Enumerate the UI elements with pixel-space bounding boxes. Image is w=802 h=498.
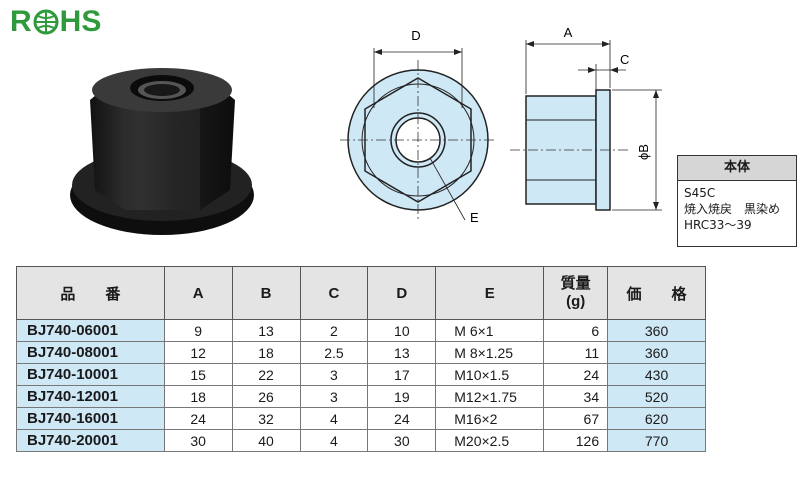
material-box: 本体 S45C 焼入焼戻 黒染め HRC33〜39: [677, 155, 797, 247]
cell-d: 24: [367, 407, 437, 430]
dim-label-c: C: [620, 52, 629, 67]
cell-b: 32: [231, 407, 301, 430]
dim-label-a: A: [564, 25, 573, 40]
globe-icon: [33, 9, 59, 35]
cell-price: 360: [607, 319, 706, 342]
cell-mass: 34: [543, 385, 609, 408]
header-e: E: [435, 266, 545, 320]
material-line: S45C: [684, 186, 716, 200]
cell-part-number: BJ740-16001: [16, 407, 165, 430]
cell-a: 12: [163, 341, 233, 364]
cell-d: 30: [367, 429, 437, 452]
technical-drawing: D E A C ϕB: [340, 25, 662, 225]
rohs-hs: HS: [59, 5, 102, 38]
cell-e: M20×2.5: [435, 429, 545, 452]
cell-mass: 126: [543, 429, 609, 452]
rohs-logo: R HS: [10, 4, 101, 40]
material-title: 本体: [678, 156, 796, 181]
rohs-r: R: [10, 5, 32, 38]
header-d: D: [367, 266, 437, 320]
header-b: B: [231, 266, 301, 320]
cell-part-number: BJ740-06001: [16, 319, 165, 342]
product-photo: [70, 68, 254, 235]
dim-label-b: ϕB: [636, 144, 651, 160]
cell-b: 13: [231, 319, 301, 342]
cell-a: 24: [163, 407, 233, 430]
cell-a: 15: [163, 363, 233, 386]
cell-mass: 67: [543, 407, 609, 430]
header-c: C: [299, 266, 369, 320]
cell-c: 3: [299, 363, 369, 386]
cell-a: 18: [163, 385, 233, 408]
material-line: 焼入焼戻 黒染め: [684, 202, 781, 216]
cell-b: 26: [231, 385, 301, 408]
cell-price: 520: [607, 385, 706, 408]
cell-part-number: BJ740-20001: [16, 429, 165, 452]
cell-c: 4: [299, 407, 369, 430]
cell-mass: 11: [543, 341, 609, 364]
front-view: [340, 48, 496, 221]
cell-d: 10: [367, 319, 437, 342]
cell-mass: 24: [543, 363, 609, 386]
cell-mass: 6: [543, 319, 609, 342]
cell-part-number: BJ740-10001: [16, 363, 165, 386]
cell-b: 22: [231, 363, 301, 386]
cell-d: 17: [367, 363, 437, 386]
cell-d: 13: [367, 341, 437, 364]
cell-c: 3: [299, 385, 369, 408]
cell-c: 2.5: [299, 341, 369, 364]
cell-e: M 8×1.25: [435, 341, 545, 364]
cell-b: 18: [231, 341, 301, 364]
cell-e: M 6×1: [435, 319, 545, 342]
cell-c: 4: [299, 429, 369, 452]
header-a: A: [163, 266, 233, 320]
material-body: S45C 焼入焼戻 黒染め HRC33〜39: [678, 181, 796, 237]
cell-d: 19: [367, 385, 437, 408]
cell-price: 770: [607, 429, 706, 452]
table-header-row: 品 番 A B C D E 質量 (g) 価 格: [16, 266, 706, 320]
cell-e: M16×2: [435, 407, 545, 430]
cell-part-number: BJ740-12001: [16, 385, 165, 408]
cell-price: 360: [607, 341, 706, 364]
cell-c: 2: [299, 319, 369, 342]
dim-label-e: E: [470, 210, 479, 225]
header-mass: 質量 (g): [543, 266, 609, 320]
header-price: 価 格: [607, 266, 706, 320]
cell-a: 30: [163, 429, 233, 452]
cell-e: M10×1.5: [435, 363, 545, 386]
cell-part-number: BJ740-08001: [16, 341, 165, 364]
material-line: HRC33〜39: [684, 218, 752, 232]
cell-price: 620: [607, 407, 706, 430]
header-part-number: 品 番: [16, 266, 165, 320]
side-view: [510, 40, 662, 211]
cell-price: 430: [607, 363, 706, 386]
cell-e: M12×1.75: [435, 385, 545, 408]
cell-b: 40: [231, 429, 301, 452]
cell-a: 9: [163, 319, 233, 342]
dim-label-d: D: [411, 28, 420, 43]
